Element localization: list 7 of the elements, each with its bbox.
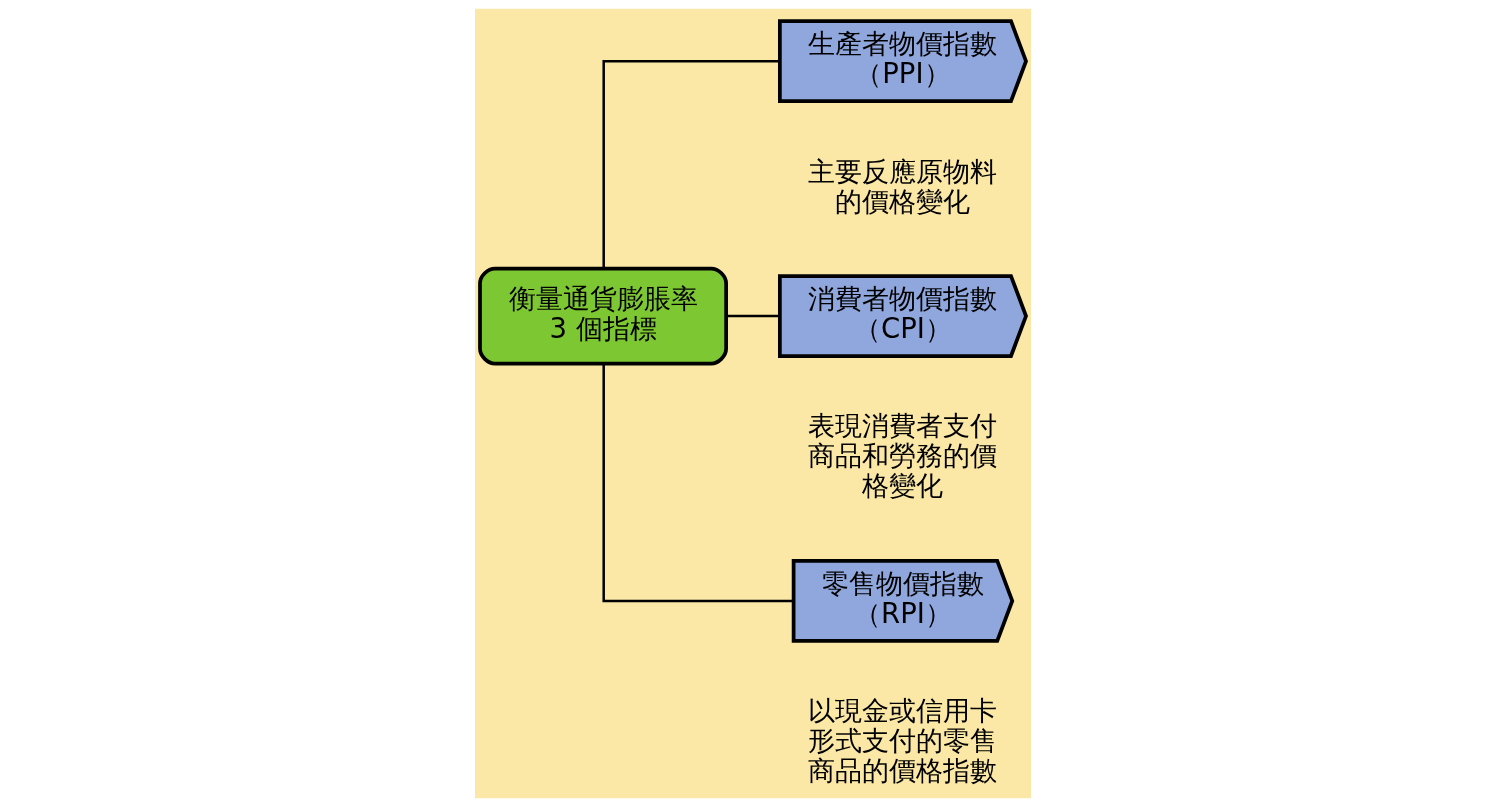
node-box: 衡量通貨膨脹率3 個指標: [477, 266, 728, 366]
connector: [601, 363, 793, 603]
node-label: 以現金或信用卡形式支付的零售商品的價格指數: [807, 694, 997, 787]
connector: [601, 59, 779, 269]
node-label: 主要反應原物料的價格變化: [807, 154, 997, 217]
connector: [725, 314, 780, 318]
node-label: 表現消費者支付商品和勞務的價格變化: [807, 409, 997, 502]
